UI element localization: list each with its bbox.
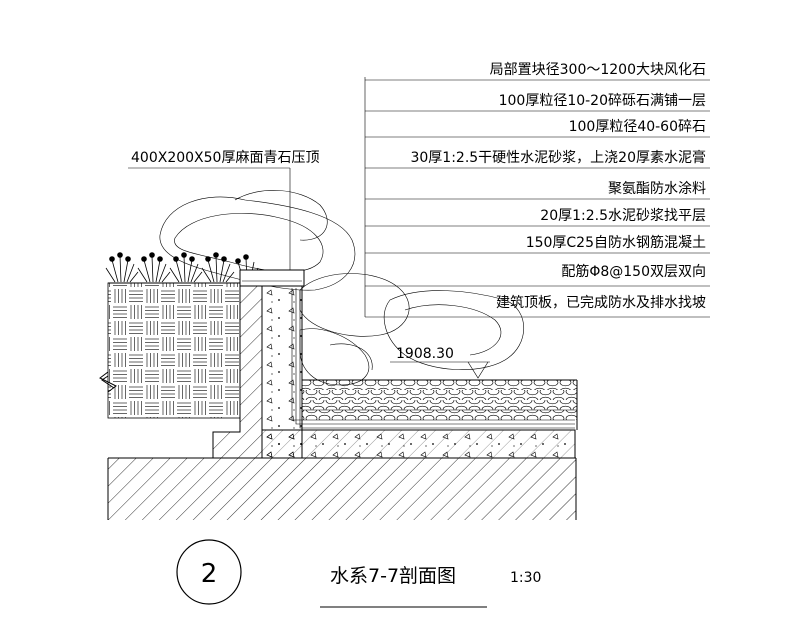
section-number: 2 [201, 559, 218, 589]
section-circle [176, 539, 242, 605]
callout-leaders [128, 77, 710, 318]
callout-4: 聚氨酯防水涂料 [608, 181, 706, 197]
callout-6: 150厚C25自防水钢筋混凝土 [526, 234, 706, 251]
callout-8: 建筑顶板，已完成防水及排水找坡 [496, 295, 706, 311]
callout-2: 100厚粒径40-60碎石 [569, 119, 706, 135]
coping-stone [239, 269, 305, 287]
callout-0: 局部置块径300～1200大块风化石 [490, 62, 706, 78]
title-block: 2 水系7-7剖面图 1:30 [176, 539, 541, 608]
section-title: 水系7-7剖面图 [330, 565, 456, 587]
gravel-layers [302, 379, 578, 430]
scale-label: 1:30 [510, 570, 541, 586]
elevation-marker: 1908.30 [390, 346, 490, 379]
callout-3: 30厚1:2.5干硬性水泥砂浆，上浇20厚素水泥膏 [410, 149, 706, 166]
concrete-slab [261, 429, 576, 459]
building-slab [107, 457, 577, 520]
elevation-value: 1908.30 [396, 346, 454, 362]
grass-tufts [105, 252, 259, 283]
callout-7: 配筋Φ8@150双层双向 [561, 263, 706, 280]
callout-1: 100厚粒径10-20碎砾石满铺一层 [499, 93, 706, 109]
planter-wall [99, 282, 241, 419]
coping-label: 400X200X50厚麻面青石压顶 [131, 150, 319, 166]
callout-5: 20厚1:2.5水泥砂浆找平层 [540, 208, 706, 224]
